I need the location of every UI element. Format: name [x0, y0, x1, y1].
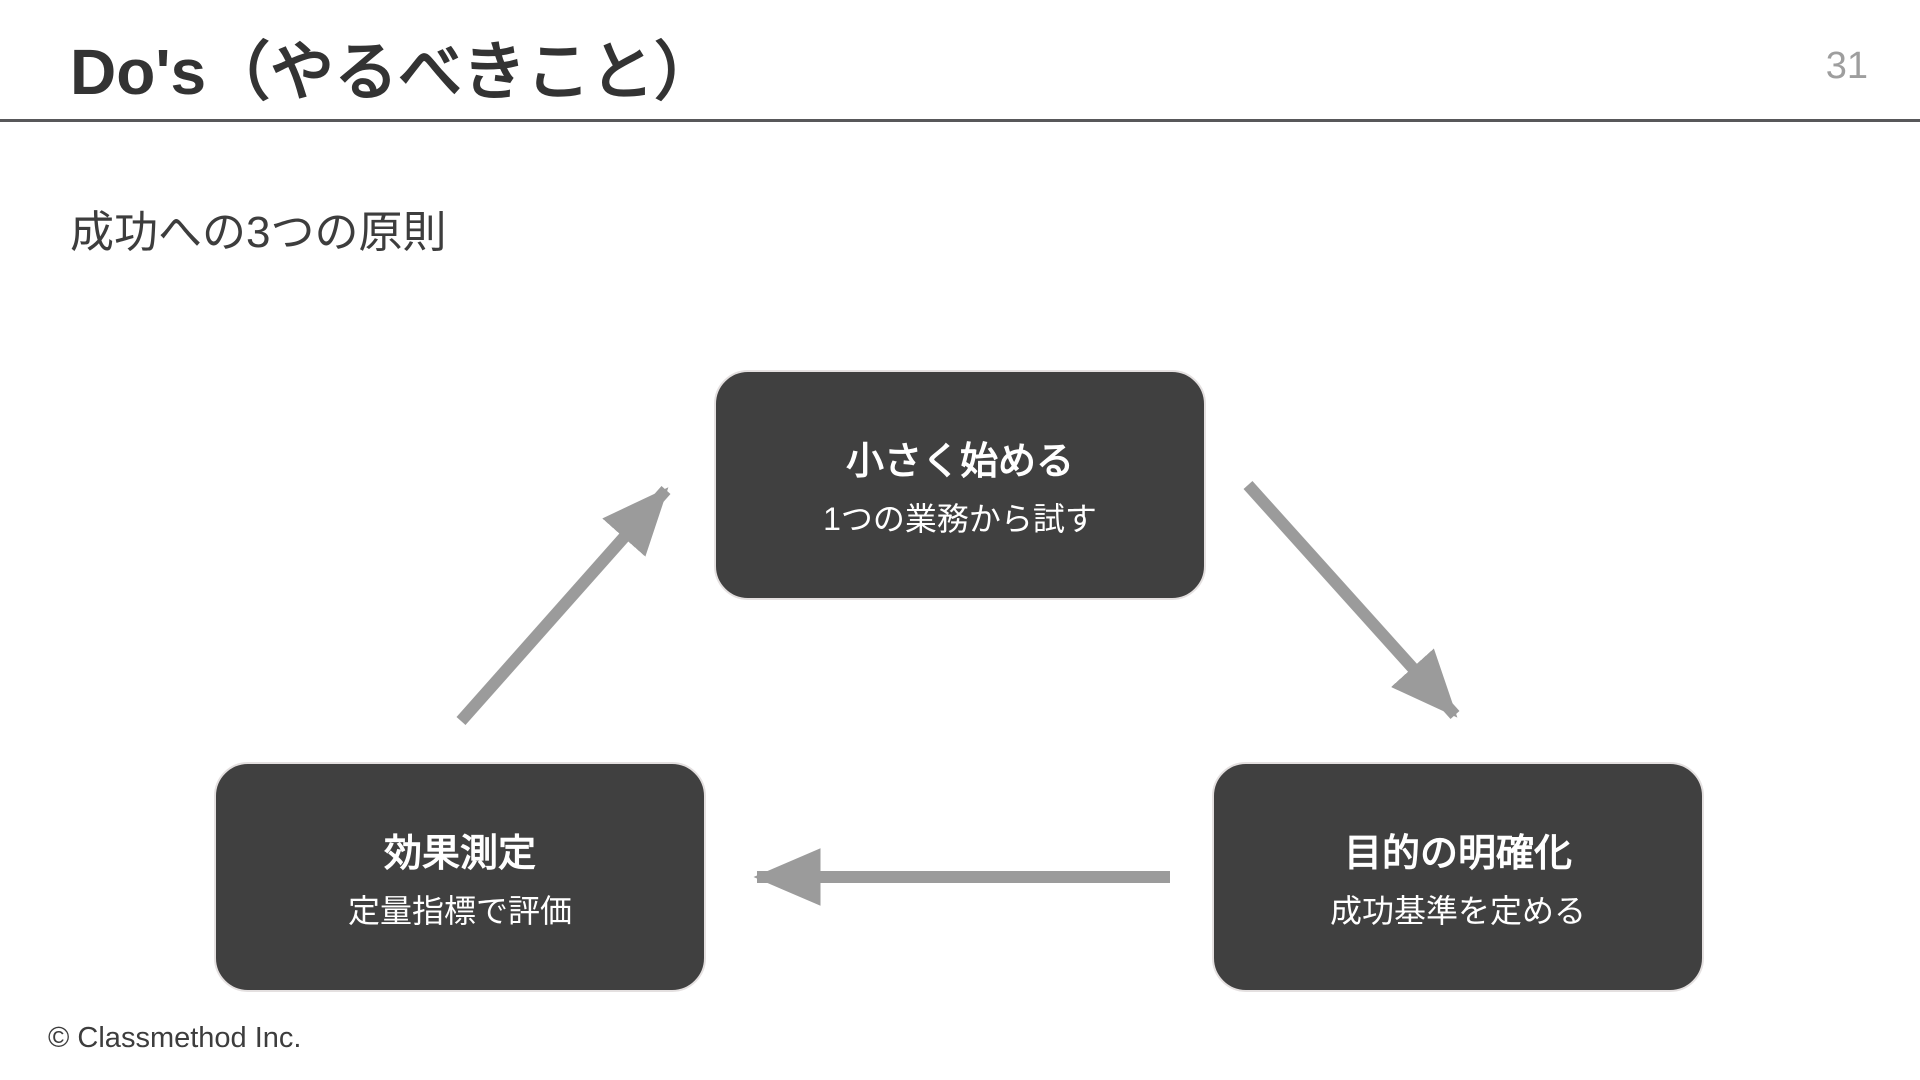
- node-subtitle: 1つの業務から試す: [823, 501, 1097, 537]
- node-clarify-purpose: 目的の明確化 成功基準を定める: [1212, 762, 1704, 992]
- arrow-measure-effect-to-start-small: [456, 486, 671, 725]
- slide-title: Do's（やるべきこと）: [70, 35, 719, 108]
- node-measure-effect: 効果測定 定量指標で評価: [214, 762, 706, 992]
- slide-footer: © Classmethod Inc.: [48, 1022, 302, 1054]
- slide-subtitle: 成功への3つの原則: [70, 208, 447, 257]
- page-number: 31: [1825, 45, 1868, 87]
- node-title: 小さく始める: [845, 441, 1074, 483]
- slide-header: Do's（やるべきこと） 31: [0, 0, 1920, 122]
- node-title: 効果測定: [383, 833, 536, 875]
- node-subtitle: 定量指標で評価: [347, 893, 572, 929]
- node-subtitle: 成功基準を定める: [1329, 893, 1586, 929]
- node-title: 目的の明確化: [1343, 833, 1572, 875]
- arrow-start-small-to-clarify-purpose: [1243, 480, 1460, 720]
- node-start-small: 小さく始める 1つの業務から試す: [714, 370, 1206, 600]
